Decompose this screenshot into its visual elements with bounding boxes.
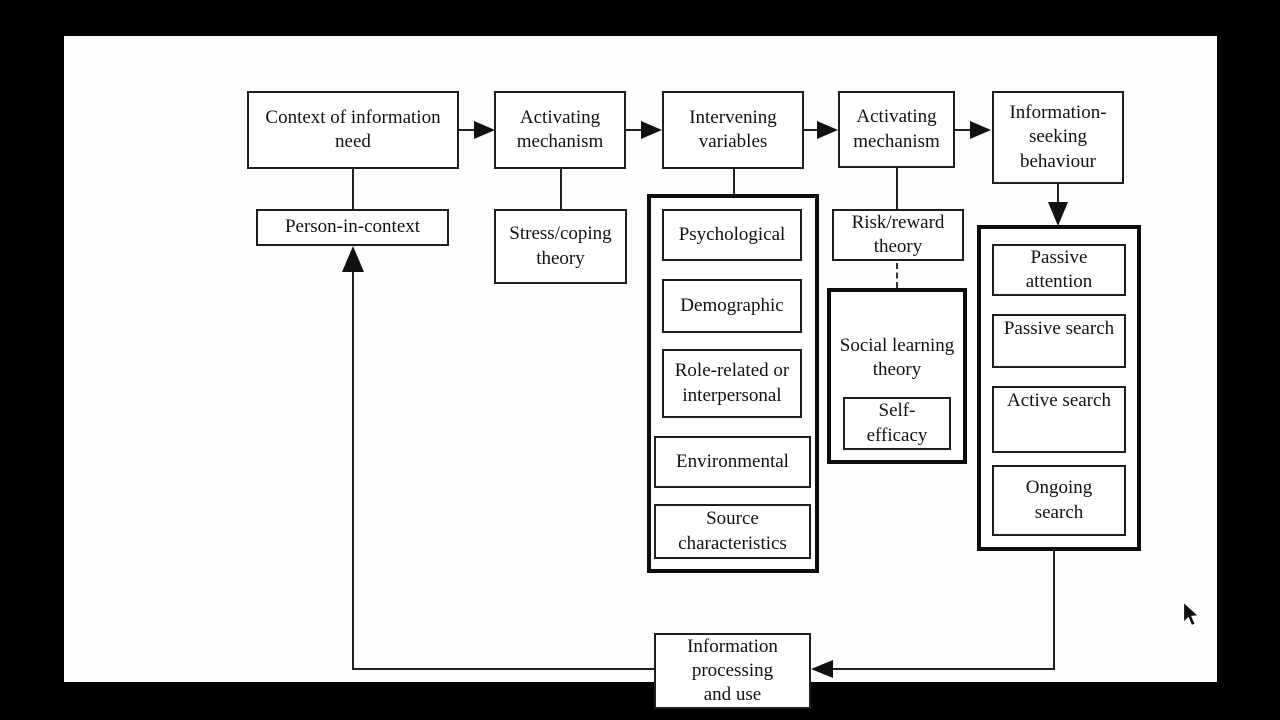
node-ongoing-search: Ongoing search — [992, 465, 1126, 536]
arrowhead-up-icon — [342, 246, 364, 272]
node-demographic: Demographic — [662, 279, 802, 333]
node-label: Passive attention — [1025, 246, 1093, 292]
node-label: Risk/reward theory — [851, 211, 945, 257]
node-label: Self- efficacy — [866, 400, 928, 446]
node-label: Demographic — [680, 294, 784, 316]
node-psychological: Psychological — [662, 209, 802, 261]
node-active-search: Active search — [992, 386, 1126, 453]
node-label: Context of information need — [265, 106, 441, 152]
connector-context-to-person — [352, 169, 354, 209]
connector-intervening-to-group — [733, 169, 735, 195]
node-label: Information- seeking behaviour — [1009, 102, 1107, 172]
arrow-intervening-to-activating — [804, 129, 819, 131]
arrowhead-right-icon — [641, 121, 662, 139]
arrowhead-right-icon — [970, 121, 991, 139]
node-context-of-information-need: Context of information need — [247, 91, 459, 169]
node-label: Active search — [1007, 390, 1111, 411]
node-risk-reward-theory: Risk/reward theory — [832, 209, 964, 261]
connector-activating2-to-risk — [896, 168, 898, 209]
dashed-connector-risk-to-social — [896, 263, 898, 288]
arrowhead-right-icon — [817, 121, 838, 139]
node-label: Activating mechanism — [516, 106, 604, 152]
arrow-cursor-icon — [1182, 601, 1200, 627]
node-information-seeking-behaviour: Information- seeking behaviour — [992, 91, 1124, 184]
arrow-context-to-activating — [459, 129, 476, 131]
arrowhead-right-icon — [474, 121, 495, 139]
connector-group-to-processing-vertical — [1053, 549, 1055, 670]
node-label: Intervening variables — [689, 106, 777, 152]
node-activating-mechanism-2: Activating mechanism — [838, 91, 955, 168]
arrow-activating-to-intervening — [626, 129, 643, 131]
arrowhead-left-icon — [811, 660, 833, 678]
connector-group-to-processing-horizontal — [833, 668, 1055, 670]
node-label: Person-in-context — [284, 216, 421, 238]
node-label: Information processing and use — [687, 635, 778, 706]
node-label: Psychological — [678, 223, 786, 245]
connector-seeking-to-group — [1057, 184, 1059, 204]
node-information-processing-and-use: Information processing and use — [654, 633, 811, 709]
connector-activating1-to-stress — [560, 168, 562, 209]
node-label: Role-related or interpersonal — [674, 360, 790, 406]
node-role-related-or-interpersonal: Role-related or interpersonal — [662, 349, 802, 418]
node-label: Activating mechanism — [853, 106, 940, 152]
node-label: Source characteristics — [678, 508, 787, 554]
arrowhead-down-icon — [1048, 202, 1068, 226]
node-label: Social learning theory — [839, 335, 955, 381]
node-source-characteristics: Source characteristics — [654, 504, 811, 559]
node-activating-mechanism-1: Activating mechanism — [494, 91, 626, 169]
connector-processing-to-person-vertical — [352, 268, 354, 670]
node-passive-search: Passive search — [992, 314, 1126, 368]
node-label: Ongoing search — [1025, 477, 1093, 523]
connector-processing-to-person-horizontal — [353, 668, 654, 670]
node-label: Environmental — [676, 450, 789, 472]
node-intervening-variables: Intervening variables — [662, 91, 804, 169]
arrow-activating-to-seeking — [955, 129, 972, 131]
node-person-in-context: Person-in-context — [256, 209, 449, 246]
diagram-canvas: Context of information need Activating m… — [64, 36, 1217, 709]
node-environmental: Environmental — [654, 436, 811, 488]
node-stress-coping-theory: Stress/coping theory — [494, 209, 627, 284]
node-label: Passive search — [1003, 318, 1115, 339]
node-self-efficacy: Self- efficacy — [843, 397, 951, 450]
node-label: Stress/coping theory — [509, 223, 612, 269]
node-passive-attention: Passive attention — [992, 244, 1126, 296]
